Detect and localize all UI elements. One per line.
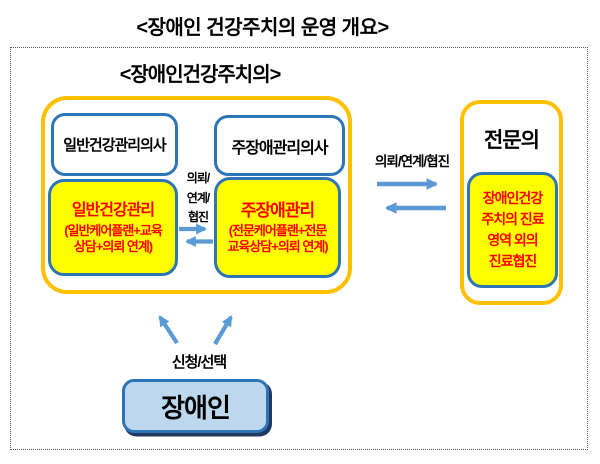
- primary-disability-care-detail-line2: 교육상담+의뢰 연계): [227, 238, 328, 254]
- general-health-care-title: 일반건강관리: [71, 201, 155, 219]
- specialist-care-box: 장애인건강 주치의 진료 영역 외의 진료협진: [467, 172, 558, 288]
- general-health-care-detail-line1: (일반케어플랜+교육: [64, 222, 163, 238]
- general-health-doctor-box: 일반건강관리의사: [51, 113, 178, 176]
- patient-box: 장애인: [122, 379, 269, 433]
- primary-disability-care-box: 주장애관리 (전문케어플랜+전문 교육상담+의뢰 연계): [214, 177, 341, 278]
- specialist-relation-label: 의뢰/연계/협진: [374, 154, 450, 169]
- primary-disability-care-detail-line1: (전문케어플랜+전문: [228, 222, 328, 238]
- inner-relation-line1: 의뢰/: [186, 171, 210, 185]
- primary-disability-care-detail: (전문케어플랜+전문 교육상담+의뢰 연계): [227, 222, 328, 255]
- inner-relation-line2: 연계/: [186, 190, 210, 205]
- general-health-care-detail: (일반케어플랜+교육 상담+의뢰 연계): [64, 222, 163, 255]
- specialist-care-line4: 진료협진: [488, 253, 538, 269]
- general-health-doctor-label: 일반건강관리의사: [63, 137, 166, 154]
- main-group-header: <장애인건강주치의>: [119, 64, 282, 86]
- diagram-frame: [10, 47, 588, 450]
- inner-relation-line3: 협진: [187, 210, 209, 224]
- primary-disability-doctor-box: 주장애관리의사: [214, 115, 345, 176]
- primary-disability-care-title: 주장애관리: [240, 200, 315, 220]
- primary-disability-doctor-label: 주장애관리의사: [231, 139, 328, 157]
- general-health-care-box: 일반건강관리 (일반케어플랜+교육 상담+의뢰 연계): [48, 179, 178, 276]
- specialist-care-line3: 영역 외의: [487, 232, 538, 248]
- specialist-title: 전문의: [484, 129, 540, 152]
- patient-label: 장애인: [161, 392, 231, 423]
- general-health-care-detail-line2: 상담+의뢰 연계): [73, 238, 153, 254]
- specialist-care-line2: 주치의 진료: [481, 211, 544, 227]
- inner-relation-label: 의뢰/ 연계/ 협진: [178, 169, 218, 228]
- specialist-care-line1: 장애인건강: [482, 190, 543, 206]
- patient-action-label: 신청/선택: [171, 354, 227, 371]
- page-title: <장애인 건강주치의 운영 개요>: [136, 17, 389, 39]
